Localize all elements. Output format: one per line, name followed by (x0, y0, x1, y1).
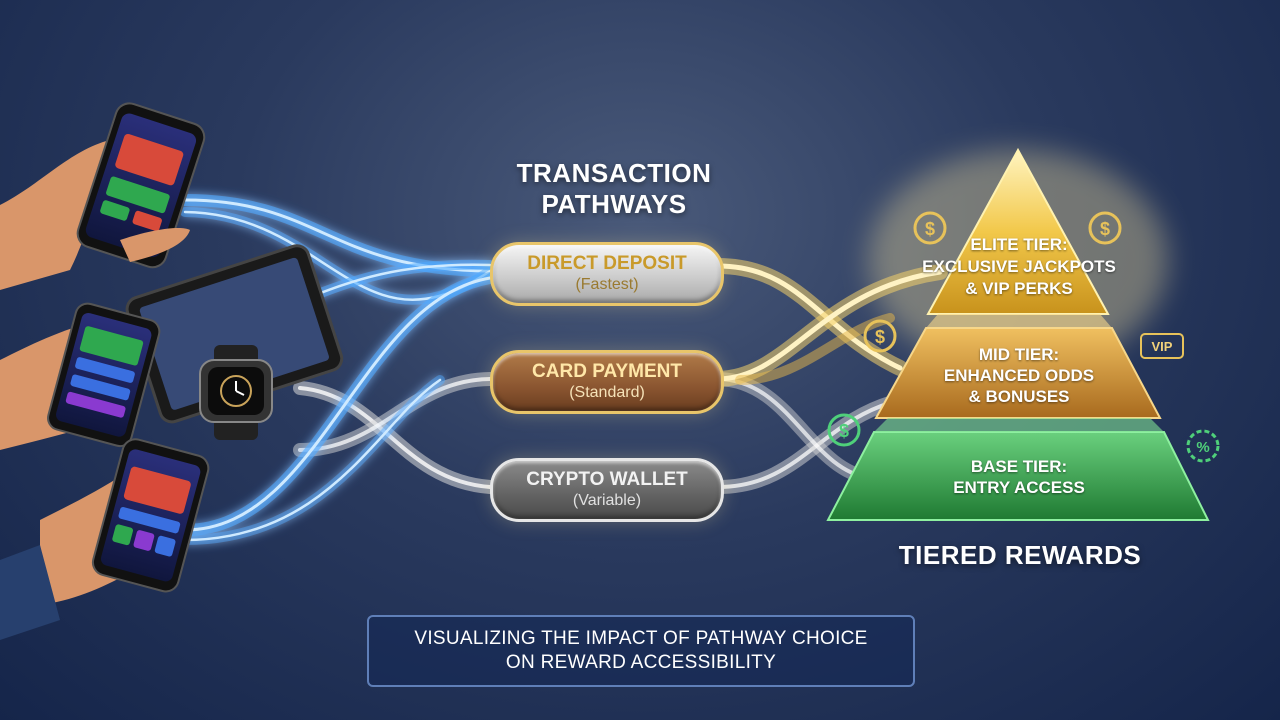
dollar-coin-icon: $ (1088, 211, 1122, 245)
base-tier-top-face (874, 418, 1164, 432)
elite-tier-line2: EXCLUSIVE JACKPOTS (922, 257, 1116, 276)
dollar-coin-icon: $ (913, 211, 947, 245)
svg-text:$: $ (875, 327, 885, 347)
pathway-detail: (Variable) (572, 492, 642, 509)
mid-tier-line2: ENHANCED ODDS (943, 366, 1095, 385)
tablet-icon (125, 244, 344, 424)
vip-badge-icon: VIP (1140, 333, 1184, 359)
pathway-label: CRYPTO WALLET (526, 469, 688, 490)
dollar-coin-icon: $ (863, 319, 897, 353)
caption-line1: VISUALIZING THE IMPACT OF PATHWAY CHOICE (414, 628, 868, 649)
mid-tier-line3: & BONUSES (968, 387, 1070, 406)
svg-text:$: $ (839, 421, 849, 441)
pathway-direct-deposit: DIRECT DEPOSIT (Fastest) (490, 242, 724, 306)
pathway-label: DIRECT DEPOSIT (527, 253, 687, 274)
phone-icon (47, 302, 161, 448)
mid-tier-line1: MID TIER: (978, 345, 1060, 364)
mid-tier-top-face (926, 314, 1112, 328)
pathway-detail: (Fastest) (575, 276, 639, 293)
phone-icon (91, 438, 210, 593)
svg-text:$: $ (925, 219, 935, 239)
phone-icon (76, 102, 206, 269)
svg-text:$: $ (1100, 219, 1110, 239)
pathway-label: CARD PAYMENT (532, 361, 682, 382)
pathway-detail: (Standard) (569, 384, 645, 401)
elite-tier-text: ELITE TIER: EXCLUSIVE JACKPOTS & VIP PER… (908, 234, 1130, 300)
base-tier-line1: BASE TIER: (970, 457, 1068, 476)
caption-line2: ON REWARD ACCESSIBILITY (505, 652, 777, 673)
smartwatch-icon (199, 345, 273, 440)
pathways-title-line2: PATHWAYS (541, 189, 687, 219)
caption-box: VISUALIZING THE IMPACT OF PATHWAY CHOICE… (367, 615, 915, 687)
rewards-title: TIERED REWARDS (898, 540, 1142, 570)
pathways-title-line1: TRANSACTION (516, 158, 712, 188)
dollar-coin-icon: $ (827, 413, 861, 447)
svg-text:%: % (1196, 439, 1209, 456)
reward-pyramid (826, 147, 1210, 521)
elite-tier-line3: & VIP PERKS (965, 279, 1073, 298)
pathway-crypto-wallet: CRYPTO WALLET (Variable) (490, 458, 724, 522)
discount-icon: % (1186, 429, 1220, 463)
mid-tier-text: MID TIER: ENHANCED ODDS & BONUSES (900, 344, 1138, 407)
hand-icon (120, 228, 190, 262)
base-tier-line2: ENTRY ACCESS (953, 478, 1085, 497)
pathway-card-payment: CARD PAYMENT (Standard) (490, 350, 724, 414)
pathways-title: TRANSACTION PATHWAYS (474, 158, 754, 220)
base-tier-text: BASE TIER: ENTRY ACCESS (880, 456, 1158, 498)
elite-tier-line1: ELITE TIER: (970, 235, 1068, 254)
